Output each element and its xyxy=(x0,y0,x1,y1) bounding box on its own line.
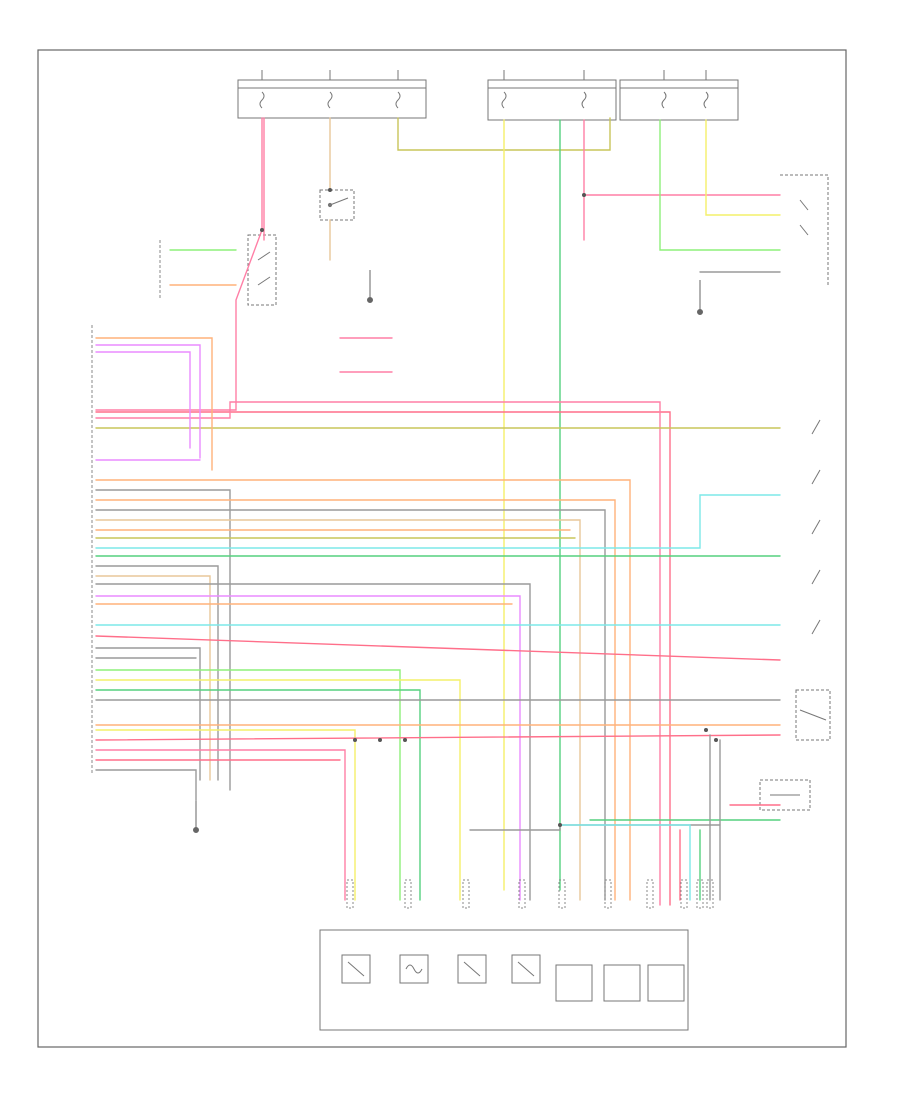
connector-pins xyxy=(260,188,718,909)
turbine-shaft-speed-sensor xyxy=(399,954,429,984)
junction-dot xyxy=(558,823,562,827)
fuse-box-right xyxy=(619,70,739,121)
wire-orange xyxy=(95,337,213,471)
connector-pin xyxy=(558,879,566,909)
wire-violet xyxy=(95,595,521,901)
diagram-frame xyxy=(37,49,847,1048)
junction-dot xyxy=(714,738,718,742)
throttle-position-sensor xyxy=(759,779,811,811)
wire-tan xyxy=(95,575,211,781)
wire-gray xyxy=(95,769,197,801)
connector-pin xyxy=(518,879,526,909)
connector-pin xyxy=(696,879,704,909)
connector-pin xyxy=(646,879,654,909)
connector-pin xyxy=(462,879,470,909)
ground-left xyxy=(193,800,199,833)
connector-pin xyxy=(680,879,688,909)
wire-yellow xyxy=(95,679,461,901)
junction-dot xyxy=(582,193,586,197)
wire-cyan xyxy=(95,494,781,549)
wire-pink xyxy=(583,119,781,196)
brake-pedal-switch xyxy=(319,189,355,221)
junction-dot xyxy=(353,738,357,742)
junction-dot xyxy=(328,188,332,192)
connector-pin xyxy=(404,879,412,909)
wire-gray xyxy=(469,824,721,831)
wire-lightgreen xyxy=(659,119,781,251)
torque-converter-clutch-solenoid xyxy=(511,954,541,984)
ground-right xyxy=(697,280,703,315)
wire-gray xyxy=(95,647,201,781)
junction-dot xyxy=(260,228,264,232)
shift-solenoids xyxy=(555,964,685,1002)
wire-yellow xyxy=(95,729,356,901)
wire-yellow xyxy=(705,119,781,216)
wire-tan xyxy=(95,519,581,901)
fuse-box-middle xyxy=(487,70,617,121)
wire-red xyxy=(95,411,671,906)
transmission-fluid-temperature-sensor xyxy=(341,954,371,984)
wire-pink xyxy=(95,749,346,901)
junction-dot xyxy=(378,738,382,742)
wire-orange xyxy=(95,479,631,901)
transmission-assembly xyxy=(319,929,689,1031)
fuse-box-left xyxy=(237,70,427,119)
junction-dot xyxy=(704,728,708,732)
connector-pin xyxy=(346,879,354,909)
wire-green xyxy=(95,689,421,901)
wire-violet xyxy=(95,344,201,459)
connector-pin xyxy=(604,879,612,909)
wire-gray xyxy=(95,509,606,901)
wire-cyan xyxy=(559,824,691,901)
junction-dot xyxy=(403,738,407,742)
wire-gray xyxy=(95,583,531,901)
wire-orange xyxy=(95,499,616,901)
wire-gray xyxy=(95,565,219,781)
connector-pin xyxy=(706,879,714,909)
transmission-range-switch xyxy=(247,234,277,306)
electronic-pressure-control-solenoid xyxy=(457,954,487,984)
wire-pink xyxy=(95,401,661,906)
ground-center xyxy=(367,270,373,303)
wire-red xyxy=(95,734,781,741)
wire-violet xyxy=(95,351,191,449)
wire-lightgreen xyxy=(95,669,401,901)
wire-red xyxy=(95,635,781,661)
wires xyxy=(95,117,781,906)
wire-pink xyxy=(95,117,263,411)
right-components xyxy=(780,174,831,741)
